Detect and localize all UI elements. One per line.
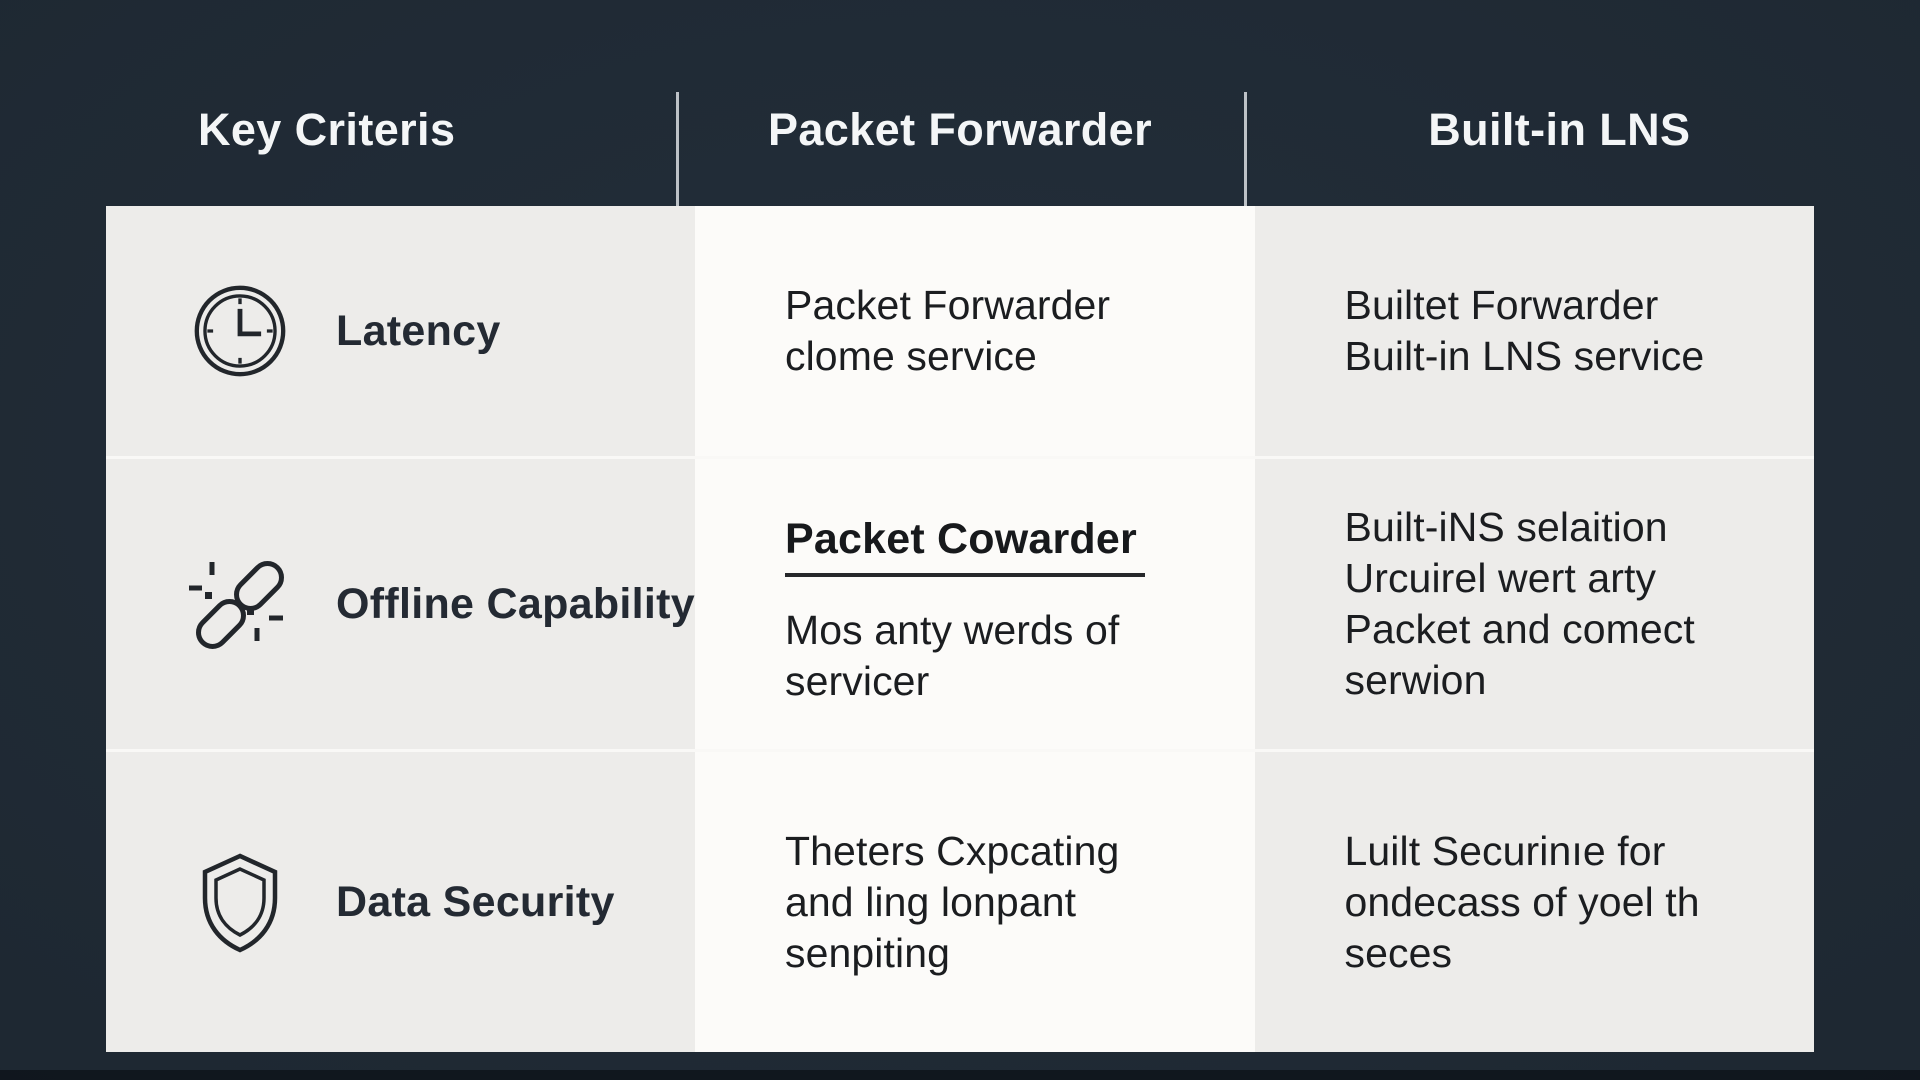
- criterion-cell-data-security: Data Security: [106, 749, 695, 1052]
- shield-icon: [184, 850, 296, 954]
- cell-text: Theters Cxpcating and ling lonpant senpi…: [785, 827, 1120, 976]
- criterion-cell-offline-capability: Offline Capability: [106, 456, 695, 749]
- criterion-label: Latency: [336, 306, 501, 355]
- header-built-in-lns: Built-in LNS: [1245, 0, 1814, 206]
- cell-latency-built-in-lns: Builtet Forwarder Built-in LNS service: [1254, 206, 1814, 456]
- criterion-label: Offline Capability: [336, 579, 695, 628]
- header-packet-forwarder: Packet Forwarder: [675, 0, 1244, 206]
- comparison-table: Latency Packet Forwarder clome service B…: [106, 206, 1814, 1052]
- cell-text: Packet Forwarder clome service: [785, 282, 1111, 379]
- cell-offline-packet-forwarder: Packet Cowarder Mos anty werds of servic…: [695, 456, 1255, 749]
- header-key-criteria: Key Criteris: [106, 0, 675, 206]
- cell-text: Mos anty werds of servicer: [785, 607, 1120, 704]
- header-key-criteria-label: Key Criteris: [197, 104, 456, 155]
- cell-text: Luilt Securinıe for ondecass of yoel th …: [1344, 827, 1700, 976]
- criterion-label: Data Security: [336, 877, 615, 926]
- cell-offline-built-in-lns: Built-iNS selaition Urcuirel wert arty P…: [1254, 456, 1814, 749]
- column-divider-1: [676, 92, 679, 206]
- cell-text: Builtet Forwarder Built-in LNS service: [1344, 282, 1705, 379]
- column-divider-2: [1244, 92, 1247, 206]
- cell-heading-underlined: Packet Cowarder: [785, 515, 1219, 577]
- cell-security-built-in-lns: Luilt Securinıe for ondecass of yoel th …: [1254, 749, 1814, 1052]
- criterion-cell-latency: Latency: [106, 206, 695, 456]
- broken-link-icon: [184, 554, 296, 654]
- cell-security-packet-forwarder: Theters Cxpcating and ling lonpant senpi…: [695, 749, 1255, 1052]
- cell-latency-packet-forwarder: Packet Forwarder clome service: [695, 206, 1255, 456]
- header-row: Key Criteris Packet Forwarder Built-in L…: [106, 0, 1814, 206]
- cell-text: Built-iNS selaition Urcuirel wert arty P…: [1344, 504, 1695, 703]
- header-packet-forwarder-label: Packet Forwarder: [767, 104, 1153, 155]
- clock-icon: [184, 283, 296, 379]
- bottom-shade: [0, 1070, 1920, 1080]
- header-built-in-lns-label: Built-in LNS: [1428, 104, 1691, 155]
